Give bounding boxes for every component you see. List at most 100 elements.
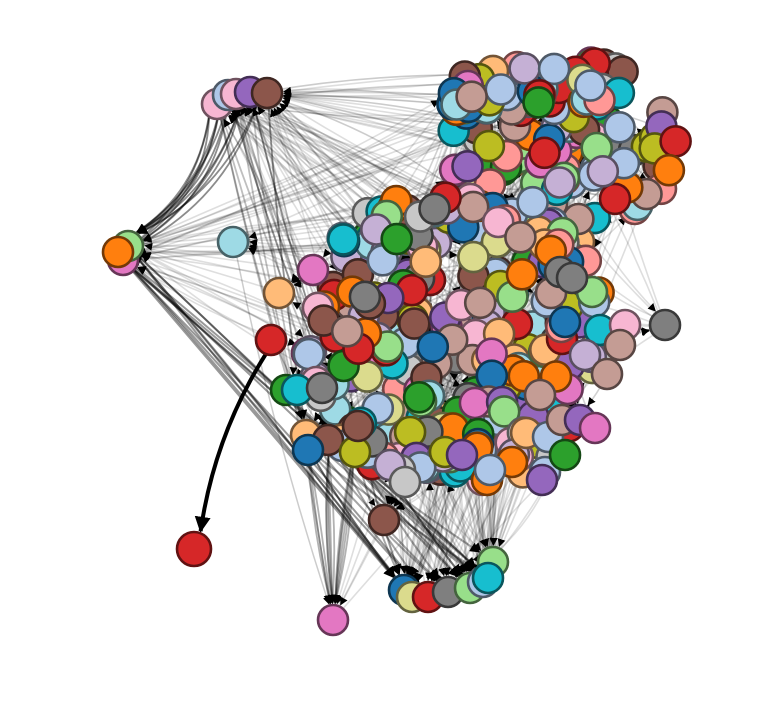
- graph-node: [451, 150, 484, 183]
- graph-node: [537, 52, 571, 86]
- graph-node: [458, 386, 492, 420]
- graph-node: [543, 166, 576, 199]
- edge: [332, 466, 354, 604]
- graph-node: [416, 330, 450, 364]
- graph-node: [578, 411, 612, 445]
- edge: [309, 464, 334, 605]
- graph-node: [262, 276, 296, 310]
- graph-node: [418, 192, 451, 226]
- graph-node: [516, 185, 549, 219]
- graph-node: [305, 371, 339, 405]
- graph-node: [397, 307, 431, 340]
- graph-node: [598, 182, 632, 216]
- graph-node: [463, 286, 497, 320]
- edge: [127, 103, 242, 240]
- graph-node: [603, 111, 636, 144]
- edge: [136, 257, 395, 578]
- graph-node: [473, 453, 507, 487]
- edge: [131, 99, 440, 247]
- edge: [228, 112, 364, 220]
- edge: [194, 353, 268, 533]
- graph-node: [548, 305, 582, 339]
- edge: [436, 479, 481, 564]
- edge: [132, 270, 418, 586]
- edge: [138, 255, 472, 572]
- edge: [285, 306, 304, 337]
- graph-node: [505, 257, 539, 291]
- graph-node: [508, 52, 541, 85]
- edge: [136, 97, 455, 255]
- edge: [230, 109, 457, 206]
- edge: [416, 473, 446, 578]
- graph-node: [574, 69, 607, 102]
- graph-node: [292, 337, 326, 371]
- edge: [137, 103, 242, 234]
- graph-node: [522, 86, 555, 119]
- edge: [342, 474, 461, 610]
- edge: [136, 107, 221, 233]
- edge: [325, 454, 336, 604]
- edge: [272, 106, 340, 243]
- edge: [229, 114, 472, 327]
- graph-node: [652, 153, 686, 187]
- graph-node: [388, 465, 422, 499]
- graph-node: [528, 136, 561, 170]
- edge: [307, 449, 335, 605]
- graph-node: [367, 503, 401, 537]
- graph-node: [216, 225, 250, 259]
- graph-node: [445, 438, 479, 472]
- edge: [137, 106, 229, 233]
- graph-node: [341, 409, 375, 443]
- edge: [327, 454, 338, 604]
- edge: [138, 103, 258, 235]
- graph-node: [457, 240, 490, 274]
- edge: [131, 270, 394, 578]
- graph-node: [586, 155, 620, 188]
- graph-node: [568, 338, 602, 372]
- edge: [327, 454, 337, 604]
- graph-node: [523, 378, 557, 412]
- graph-node: [254, 323, 288, 357]
- graph-node: [402, 380, 436, 414]
- edge: [307, 449, 333, 605]
- graph-node: [590, 357, 624, 391]
- graph-node: [555, 261, 589, 295]
- graph-node: [659, 125, 692, 158]
- graph-node: [330, 314, 364, 348]
- edge: [332, 466, 354, 604]
- graph-node: [175, 530, 213, 568]
- edge: [133, 113, 473, 247]
- graph-node: [481, 205, 515, 239]
- graph-node: [250, 76, 284, 110]
- edge: [315, 461, 396, 577]
- graph-node: [101, 235, 135, 269]
- graph-node: [471, 561, 505, 595]
- graph-node: [316, 603, 350, 637]
- edge: [447, 483, 487, 550]
- graph-node: [487, 395, 521, 428]
- edge: [136, 116, 210, 233]
- edge: [127, 107, 221, 239]
- edge: [325, 454, 336, 604]
- edge: [127, 262, 418, 586]
- edge: [236, 256, 331, 605]
- graph-node: [455, 80, 488, 113]
- graph-node: [648, 308, 682, 342]
- edge: [131, 106, 229, 247]
- edge: [327, 454, 337, 604]
- edge: [142, 252, 336, 342]
- edge: [230, 112, 375, 209]
- edge: [133, 104, 259, 248]
- graph-node: [472, 129, 506, 163]
- graph-node: [484, 73, 518, 106]
- graph-node: [409, 245, 443, 279]
- graph-node: [380, 222, 414, 256]
- graph-node: [348, 280, 382, 314]
- graph-node: [326, 223, 360, 256]
- graph-node: [603, 328, 637, 362]
- edge: [136, 257, 395, 578]
- edge: [232, 110, 312, 364]
- edge: [132, 103, 242, 248]
- graph-node: [548, 438, 582, 472]
